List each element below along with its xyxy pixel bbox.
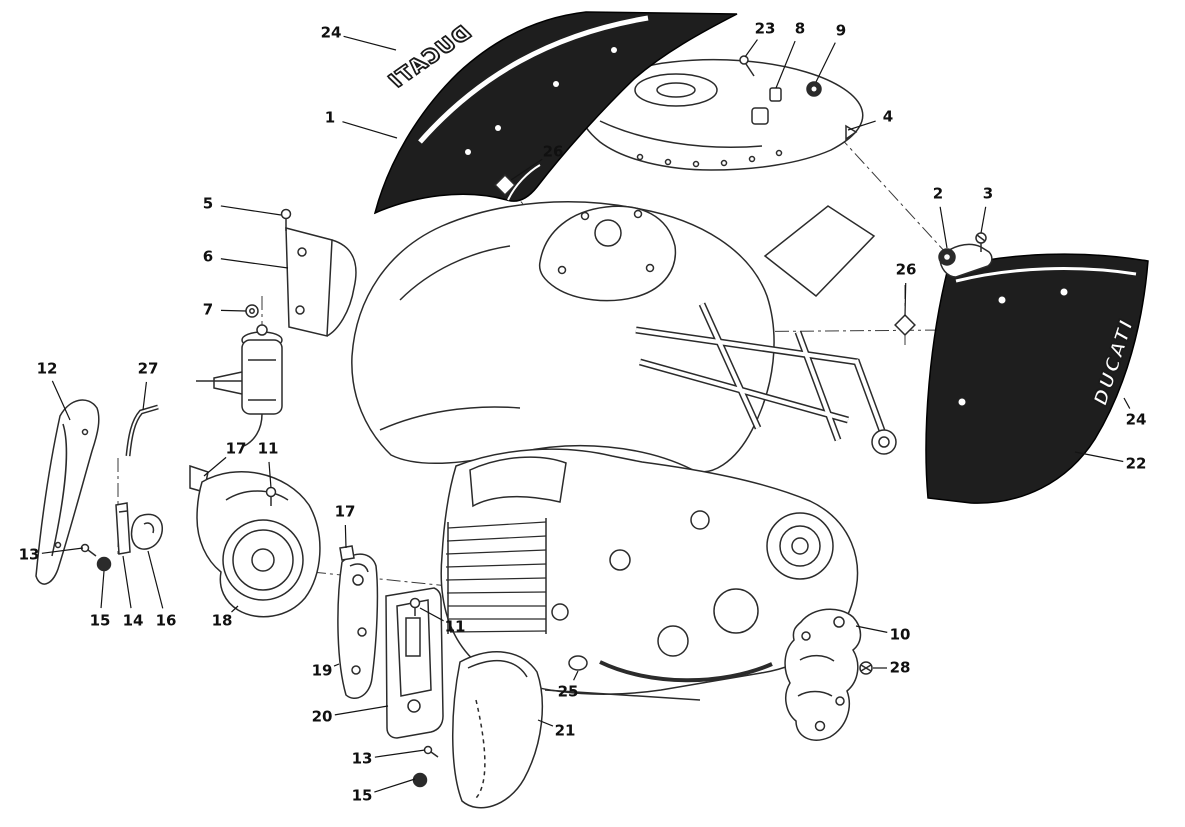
callout-10: 10 [889, 625, 911, 644]
callout-18: 18 [211, 611, 233, 630]
callout-26: 26 [542, 142, 564, 161]
callout-9: 9 [835, 21, 847, 40]
fairing-upper-left [373, 11, 738, 215]
callout-24: 24 [320, 23, 342, 42]
air-duct [189, 464, 321, 618]
fuel-tank [351, 201, 775, 473]
callout-22: 22 [1125, 454, 1147, 473]
callout-15: 15 [89, 611, 111, 630]
callout-16: 16 [155, 611, 177, 630]
callout-17: 17 [334, 502, 356, 521]
engine [440, 448, 859, 701]
callout-14: 14 [122, 611, 144, 630]
callout-13: 13 [18, 545, 40, 564]
callout-6: 6 [202, 247, 214, 266]
callout-11: 11 [257, 439, 279, 458]
callout-5: 5 [202, 194, 214, 213]
callout-1: 1 [324, 108, 336, 127]
callout-24: 24 [1125, 410, 1147, 429]
callout-26: 26 [895, 260, 917, 279]
callout-15: 15 [351, 786, 373, 805]
callout-28: 28 [889, 658, 911, 677]
callout-25: 25 [557, 682, 579, 701]
callout-27: 27 [137, 359, 159, 378]
callout-12: 12 [36, 359, 58, 378]
callout-21: 21 [554, 721, 576, 740]
bracket-right [784, 608, 862, 741]
callout-20: 20 [311, 707, 333, 726]
callout-3: 3 [982, 184, 994, 203]
callout-7: 7 [202, 300, 214, 319]
callout-11: 11 [444, 617, 466, 636]
callout-23: 23 [754, 19, 776, 38]
callout-17: 17 [225, 439, 247, 458]
fasteners [80, 55, 987, 788]
callout-8: 8 [794, 19, 806, 38]
callout-19: 19 [311, 661, 333, 680]
fuel-pump-assembly [196, 227, 357, 447]
callout-2: 2 [932, 184, 944, 203]
left-trim-parts [35, 399, 163, 585]
callout-13: 13 [351, 749, 373, 768]
lower-left-brackets [337, 553, 588, 809]
frame [635, 205, 897, 455]
callout-4: 4 [882, 107, 894, 126]
